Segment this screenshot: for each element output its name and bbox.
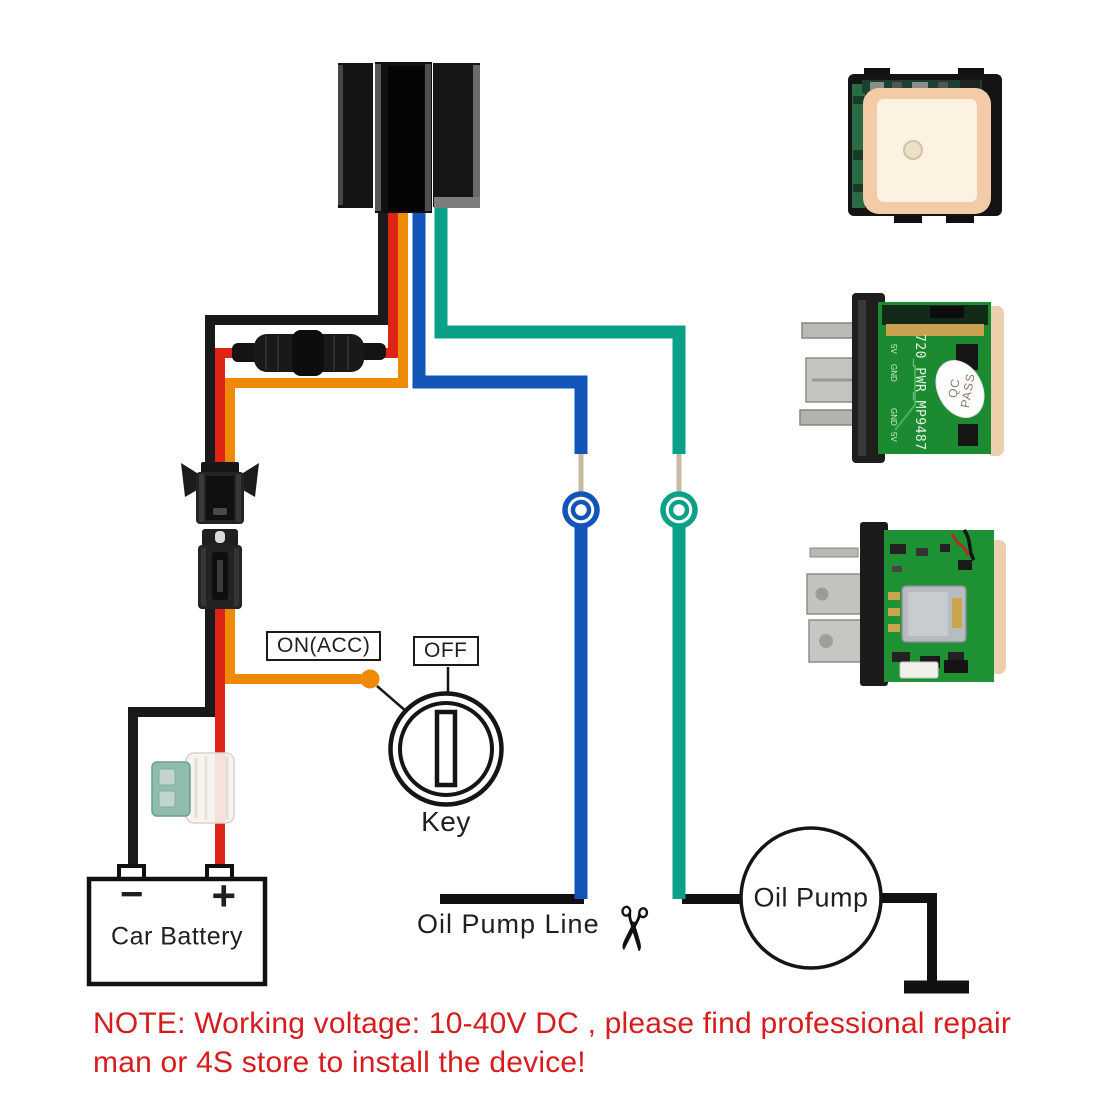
note-text: NOTE: Working voltage: 10-40V DC , pleas… (93, 1004, 1011, 1082)
battery-plus-label: + (211, 872, 237, 919)
oil-pump-line-label: Oil Pump Line (417, 909, 600, 939)
relay-pcb-side-view: 720_PWR_MP9487 5V GND GND 5V QC PASS (799, 293, 1004, 463)
teal-wire (434, 206, 698, 899)
gps-tracker-pcb (806, 522, 1006, 686)
blade-fuse-tap (151, 752, 235, 824)
qc-pass-sticker: QC PASS (935, 360, 985, 418)
ignition-key-switch (388, 667, 504, 807)
pcb-model-text: 720_PWR_MP9487 (912, 334, 927, 451)
svg-text:5V: 5V (889, 432, 898, 442)
svg-text:PASS: PASS (958, 372, 978, 409)
key-label: Key (421, 806, 471, 837)
oil-pump-symbol (739, 826, 883, 970)
relay-module (338, 62, 480, 213)
on-acc-label: ON(ACC) (266, 631, 382, 661)
black-wire (128, 206, 388, 872)
battery-minus-label: − (120, 872, 144, 917)
car-battery (86, 864, 268, 987)
oil-pump-label: Oil Pump (753, 882, 869, 913)
connector-female (181, 462, 259, 524)
svg-text:GND: GND (889, 408, 898, 426)
antenna-wire-red (950, 533, 970, 557)
connector-male (198, 529, 242, 609)
red-wire (215, 206, 398, 872)
orange-wire (225, 206, 408, 713)
gps-antenna-module (848, 68, 1002, 223)
oil-pump-line (440, 893, 969, 994)
note-line2: man or 4S store to install the device! (93, 1046, 586, 1079)
acc-terminal-dot (360, 669, 380, 689)
blue-wire (412, 210, 600, 899)
car-battery-label: Car Battery (111, 922, 243, 951)
pcb-pin-labels: 5V GND GND 5V (889, 344, 898, 442)
svg-text:5V: 5V (889, 344, 898, 354)
svg-text:GND: GND (889, 364, 898, 382)
scissors-icon: ✂ (594, 900, 669, 958)
inline-fuse-holder (232, 330, 386, 376)
note-line1: NOTE: Working voltage: 10-40V DC , pleas… (93, 1007, 1012, 1040)
antenna-wire-black (962, 528, 976, 562)
key-slot (434, 709, 458, 788)
svg-text:QC: QC (945, 377, 962, 399)
off-label: OFF (413, 636, 479, 666)
acc-pointer-line (376, 685, 408, 713)
